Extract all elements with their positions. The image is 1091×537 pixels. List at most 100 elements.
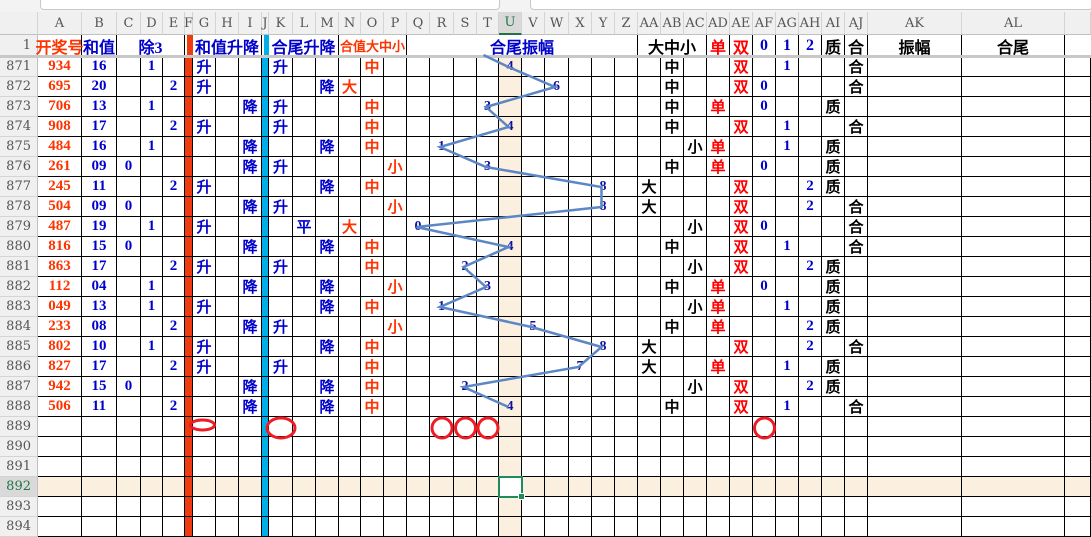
- column-header-p[interactable]: P: [384, 12, 407, 35]
- cell-af872[interactable]: 0: [753, 77, 776, 97]
- cell-ag883[interactable]: 1: [776, 297, 799, 317]
- cell-k879[interactable]: [269, 217, 293, 237]
- cell-aa887[interactable]: [638, 377, 661, 397]
- column-header-v[interactable]: V: [522, 12, 545, 35]
- cell-d875[interactable]: 1: [141, 137, 163, 157]
- cell-ac887[interactable]: 小: [684, 377, 707, 397]
- cell-g885[interactable]: 升: [193, 337, 216, 357]
- row-header-878[interactable]: 878: [0, 197, 38, 217]
- cell-v891[interactable]: [522, 457, 545, 477]
- cell-y880[interactable]: [592, 237, 615, 257]
- column-header-next[interactable]: [1065, 12, 1091, 35]
- amplitude-value[interactable]: 1: [430, 297, 454, 317]
- cell-y873[interactable]: [592, 97, 615, 117]
- cell-ah890[interactable]: [799, 437, 822, 457]
- cell-z884[interactable]: [615, 317, 638, 337]
- cell-ad880[interactable]: [707, 237, 730, 257]
- cell-z875[interactable]: [615, 137, 638, 157]
- column-header-d[interactable]: D: [141, 12, 163, 35]
- cell-n890[interactable]: [339, 437, 361, 457]
- cell-k874[interactable]: 升: [269, 117, 293, 137]
- cell-o880[interactable]: 中: [361, 237, 384, 257]
- cell-h891[interactable]: [216, 457, 239, 477]
- cell-o891[interactable]: [361, 457, 384, 477]
- cell-x883[interactable]: [569, 297, 592, 317]
- cell-ae884[interactable]: [730, 317, 753, 337]
- column-header-ag[interactable]: AG: [776, 12, 799, 35]
- cell-ak885[interactable]: [868, 337, 962, 357]
- cell-ak881[interactable]: [868, 257, 962, 277]
- cell-b874[interactable]: 17: [82, 117, 117, 137]
- cell-k889[interactable]: [269, 417, 293, 437]
- cell-l887[interactable]: [293, 377, 316, 397]
- row-header-889[interactable]: 889: [0, 417, 38, 437]
- cell-g876[interactable]: [193, 157, 216, 177]
- cell-p873[interactable]: [384, 97, 407, 117]
- row-header-877[interactable]: 877: [0, 177, 38, 197]
- cell-q891[interactable]: [407, 457, 430, 477]
- cell-ag893[interactable]: [776, 497, 799, 517]
- cell-l877[interactable]: [293, 177, 316, 197]
- cell-x894[interactable]: [569, 517, 592, 537]
- cell-aa881[interactable]: [638, 257, 661, 277]
- cell-ad890[interactable]: [707, 437, 730, 457]
- cell-e879[interactable]: [163, 217, 185, 237]
- cell-aa893[interactable]: [638, 497, 661, 517]
- cell-l874[interactable]: [293, 117, 316, 137]
- cell-c892[interactable]: [117, 477, 141, 497]
- cell-g877[interactable]: 升: [193, 177, 216, 197]
- column-header-u[interactable]: U: [499, 12, 522, 35]
- cell-z880[interactable]: [615, 237, 638, 257]
- cell-ak886[interactable]: [868, 357, 962, 377]
- cell-ab891[interactable]: [661, 457, 684, 477]
- cell-c878[interactable]: 0: [117, 197, 141, 217]
- cell-ad873[interactable]: 单: [707, 97, 730, 117]
- cell-x888[interactable]: [569, 397, 592, 417]
- cell-v871[interactable]: [522, 57, 545, 77]
- cell-a884[interactable]: 233: [38, 317, 82, 337]
- cell-aj881[interactable]: [845, 257, 868, 277]
- cell-ad875[interactable]: 单: [707, 137, 730, 157]
- cell-i875[interactable]: 降: [239, 137, 262, 157]
- column-header-aa[interactable]: AA: [638, 12, 661, 35]
- cell-c894[interactable]: [117, 517, 141, 537]
- cell-h882[interactable]: [216, 277, 239, 297]
- cell-p882[interactable]: 小: [384, 277, 407, 297]
- cell-m875[interactable]: 降: [316, 137, 339, 157]
- cell-ac890[interactable]: [684, 437, 707, 457]
- cell-m890[interactable]: [316, 437, 339, 457]
- cell-f875[interactable]: [185, 137, 193, 157]
- cell-ag879[interactable]: [776, 217, 799, 237]
- cell-ae885[interactable]: 双: [730, 337, 753, 357]
- cell-x890[interactable]: [569, 437, 592, 457]
- cell-w891[interactable]: [545, 457, 569, 477]
- cell-c877[interactable]: [117, 177, 141, 197]
- cell-v877[interactable]: [522, 177, 545, 197]
- cell-ak894[interactable]: [868, 517, 962, 537]
- cell-k876[interactable]: 升: [269, 157, 293, 177]
- cell-j879[interactable]: [262, 217, 269, 237]
- cell-d877[interactable]: [141, 177, 163, 197]
- cell-w876[interactable]: [545, 157, 569, 177]
- cell-af892[interactable]: [753, 477, 776, 497]
- cell-w873[interactable]: [545, 97, 569, 117]
- cell-f892[interactable]: [185, 477, 193, 497]
- cell-t887[interactable]: [477, 377, 499, 397]
- cell-r876[interactable]: [430, 157, 454, 177]
- cell-ad877[interactable]: [707, 177, 730, 197]
- cell-n894[interactable]: [339, 517, 361, 537]
- cell-ac881[interactable]: 小: [684, 257, 707, 277]
- cell-ak892[interactable]: [868, 477, 962, 497]
- cell-e876[interactable]: [163, 157, 185, 177]
- cell-p894[interactable]: [384, 517, 407, 537]
- column-header-m[interactable]: M: [316, 12, 339, 35]
- cell-e887[interactable]: [163, 377, 185, 397]
- cell-p890[interactable]: [384, 437, 407, 457]
- cell-e873[interactable]: [163, 97, 185, 117]
- cell-g878[interactable]: [193, 197, 216, 217]
- cell-u885[interactable]: [499, 337, 522, 357]
- cell-n871[interactable]: [339, 57, 361, 77]
- cell-o881[interactable]: 中: [361, 257, 384, 277]
- cell-o879[interactable]: [361, 217, 384, 237]
- cell-n878[interactable]: [339, 197, 361, 217]
